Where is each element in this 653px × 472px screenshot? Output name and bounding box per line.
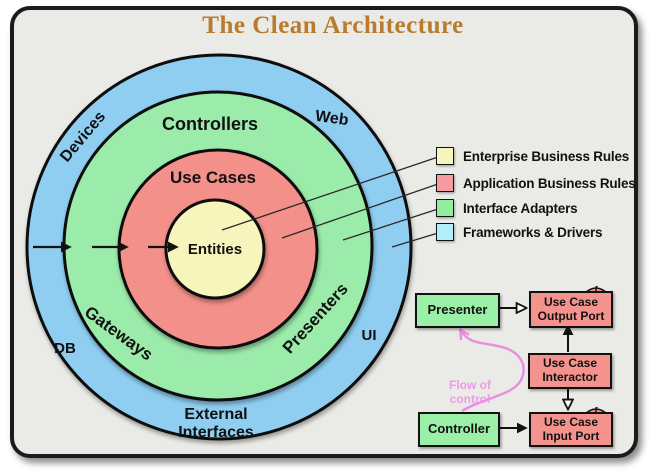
- interface-letter: I: [593, 406, 599, 417]
- use-case-output-port-box: Use Case Output Port: [529, 291, 613, 328]
- legend-line-enterprise: [221, 156, 439, 231]
- label-interfaces: Interfaces: [178, 424, 254, 441]
- label-db: DB: [54, 340, 76, 357]
- label-ui: UI: [362, 327, 377, 344]
- legend-label-adapters: Interface Adapters: [463, 200, 578, 216]
- label-entities: Entities: [188, 241, 242, 258]
- legend-line-application: [281, 183, 439, 239]
- label-controllers: Controllers: [162, 114, 258, 134]
- label-use-cases: Use Cases: [170, 168, 256, 187]
- presenter-box: Presenter: [415, 293, 500, 328]
- flow-of-control-arrow: [461, 331, 525, 413]
- use-case-interactor-label: Use Case Interactor: [542, 356, 598, 384]
- legend-item-adapters: Interface Adapters: [436, 199, 578, 217]
- page-title: The Clean Architecture: [202, 12, 464, 39]
- legend-label-frameworks: Frameworks & Drivers: [463, 224, 603, 240]
- controller-box: Controller: [418, 412, 500, 447]
- flow-of-control-label: Flow of control: [449, 378, 491, 406]
- label-web: Web: [314, 108, 350, 130]
- legend-item-frameworks: Frameworks & Drivers: [436, 223, 603, 241]
- legend-swatch-adapters: [436, 199, 454, 217]
- legend-item-application: Application Business Rules: [436, 174, 636, 192]
- controller-box-label: Controller: [427, 421, 491, 437]
- legend-label-enterprise: Enterprise Business Rules: [463, 148, 630, 164]
- use-case-input-port-box: Use Case Input Port: [529, 412, 613, 447]
- interface-letter: I: [593, 285, 599, 296]
- presenter-box-label: Presenter: [427, 302, 488, 318]
- legend-label-application: Application Business Rules: [463, 175, 636, 191]
- legend-swatch-application: [436, 174, 454, 192]
- legend-swatch-frameworks: [436, 223, 454, 241]
- use-case-output-port-label: Use Case Output Port: [537, 294, 605, 323]
- legend-item-enterprise: Enterprise Business Rules: [436, 147, 629, 165]
- label-external: External: [184, 406, 247, 423]
- legend-line-adapters: [342, 208, 439, 241]
- use-case-input-port-label: Use Case Input Port: [542, 414, 600, 443]
- legend-line-frameworks: [391, 232, 439, 248]
- use-case-interactor-box: Use Case Interactor: [528, 353, 612, 389]
- legend-swatch-enterprise: [436, 147, 454, 165]
